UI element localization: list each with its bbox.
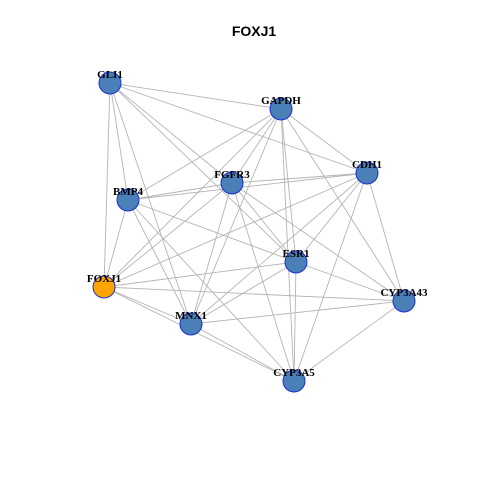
edge-gapdh-cdh1	[280, 108, 368, 174]
edge-fgfr3-bmp4	[127, 182, 233, 201]
edge-cyp3a43-cyp3a5	[293, 300, 405, 382]
node-esr1[interactable]	[284, 250, 308, 274]
edge-gli1-esr1	[109, 82, 297, 263]
node-mnx1[interactable]	[179, 312, 203, 336]
edge-gli1-gapdh	[109, 82, 282, 110]
edge-cdh1-esr1	[295, 172, 368, 263]
edge-gapdh-foxj1	[103, 108, 282, 288]
edge-foxj1-mnx1	[103, 286, 192, 325]
edge-fgfr3-esr1	[231, 182, 297, 263]
node-fgfr3[interactable]	[220, 171, 244, 195]
edge-gli1-bmp4	[109, 82, 129, 201]
node-foxj1[interactable]	[92, 275, 116, 299]
edge-fgfr3-mnx1	[190, 182, 233, 325]
graph-title: FOXJ1	[232, 23, 277, 39]
node-label-cyp3a43: CYP3A43	[380, 287, 428, 299]
node-gli1[interactable]	[98, 71, 122, 95]
edge-gapdh-esr1	[280, 108, 297, 263]
edge-esr1-cyp3a43	[295, 261, 405, 302]
node-cyp3a43[interactable]	[392, 289, 416, 313]
edge-cdh1-cyp3a43	[366, 172, 405, 302]
node-bmp4[interactable]	[116, 188, 140, 212]
edge-gapdh-bmp4	[127, 108, 282, 201]
edge-cdh1-fgfr3	[231, 172, 368, 184]
edge-bmp4-cyp3a5	[127, 199, 295, 382]
edge-mnx1-cyp3a5	[190, 323, 295, 382]
node-label-cdh1: CDH1	[352, 159, 382, 171]
edge-fgfr3-foxj1	[103, 182, 233, 288]
edge-esr1-foxj1	[103, 261, 297, 288]
node-label-gapdh: GAPDH	[261, 95, 301, 107]
node-label-fgfr3: FGFR3	[214, 169, 250, 181]
edge-cdh1-cyp3a5	[293, 172, 368, 382]
edge-foxj1-cyp3a43	[103, 286, 405, 302]
node-label-esr1: ESR1	[283, 248, 310, 260]
node-cdh1[interactable]	[355, 161, 379, 185]
node-layer	[92, 71, 416, 393]
node-label-mnx1: MNX1	[175, 310, 207, 322]
node-label-cyp3a5: CYP3A5	[273, 367, 315, 379]
node-label-foxj1: FOXJ1	[87, 273, 121, 285]
edge-cdh1-mnx1	[190, 172, 368, 325]
edge-bmp4-esr1	[127, 199, 297, 263]
edge-esr1-cyp3a5	[293, 261, 297, 382]
edge-gli1-cdh1	[109, 82, 368, 174]
edge-bmp4-foxj1	[103, 199, 129, 288]
node-label-bmp4: BMP4	[113, 186, 143, 198]
node-gapdh[interactable]	[269, 97, 293, 121]
node-cyp3a5[interactable]	[282, 369, 306, 393]
edge-foxj1-cyp3a5	[103, 286, 295, 382]
edge-gli1-mnx1	[109, 82, 192, 325]
edge-layer	[103, 82, 405, 382]
edge-gapdh-mnx1	[190, 108, 282, 325]
edge-gli1-fgfr3	[109, 82, 233, 184]
edge-cyp3a43-mnx1	[190, 300, 405, 325]
edge-esr1-mnx1	[190, 261, 297, 325]
edge-cdh1-bmp4	[127, 172, 368, 201]
edge-bmp4-mnx1	[127, 199, 192, 325]
edge-fgfr3-cyp3a43	[231, 182, 405, 302]
edge-gapdh-fgfr3	[231, 108, 282, 184]
edge-gli1-foxj1	[103, 82, 111, 288]
node-label-gli1: GLI1	[97, 69, 123, 81]
edge-gapdh-cyp3a43	[280, 108, 405, 302]
edge-gapdh-cyp3a5	[280, 108, 295, 382]
edge-cdh1-foxj1	[103, 172, 368, 288]
